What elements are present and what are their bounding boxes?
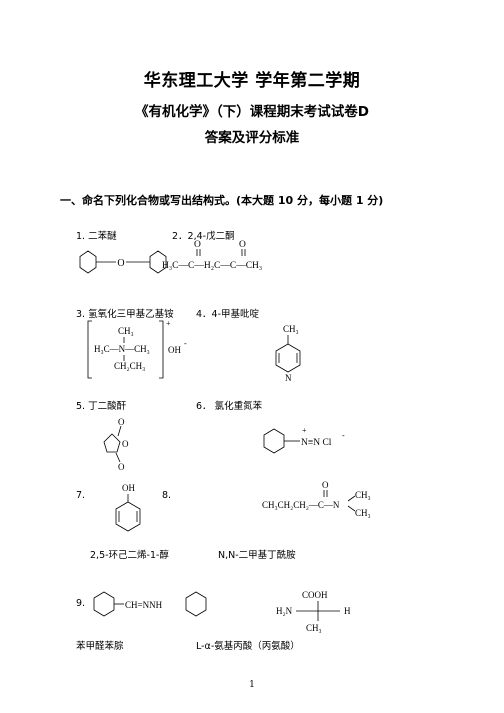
amide-methyl-2: CH₃ bbox=[355, 508, 371, 518]
answer-7-name: 2,5-环己二烯-1-醇 bbox=[90, 550, 169, 561]
question-4-label: 4．4-甲基吡啶 bbox=[196, 309, 260, 320]
carbonyl-oxygen-2: O bbox=[239, 240, 246, 250]
amide-chain: CH₃CH₂CH₂—C—N bbox=[262, 500, 340, 510]
pentanedione-structure: H₃C—C—H₂C—C—CH₃ O O bbox=[162, 240, 262, 271]
answer-9-name: 苯甲醛苯腙 bbox=[76, 641, 124, 652]
hydroxide-ion: OH bbox=[168, 345, 181, 355]
alanine-structure: COOH H₂N H CH₃ bbox=[276, 590, 351, 633]
anhydride-oxygen-top: O bbox=[118, 417, 125, 427]
answer-heading: 答案及评分标准 bbox=[204, 130, 300, 146]
anhydride-oxygen-bottom: O bbox=[118, 462, 125, 472]
question-2-label: 2．2,4-戊二酮 bbox=[172, 231, 235, 242]
question-5-label: 5. 丁二酸酐 bbox=[76, 401, 127, 412]
amide-oxygen: O bbox=[322, 480, 329, 490]
diazonium-group: N≡N Cl bbox=[301, 438, 332, 448]
page-number: 1 bbox=[249, 680, 255, 690]
exam-title: 华东理工大学 学年第二学期 bbox=[143, 71, 361, 91]
hydrazone-linkage: CH=NNH bbox=[125, 600, 163, 610]
question-3-label: 3. 氢氧化三甲基乙基铵 bbox=[76, 309, 174, 320]
answer-10-name: L-α-氨基丙酸（丙氨酸） bbox=[196, 641, 300, 652]
ammonium-bottom: CH₂CH₃ bbox=[114, 361, 145, 371]
question-7-label: 7. bbox=[76, 490, 86, 501]
alpha-hydrogen: H bbox=[344, 606, 351, 616]
dimethylbutanamide-structure: CH₃CH₂CH₂—C—N O CH₃ CH₃ bbox=[262, 480, 371, 518]
question-1-label: 1. 二苯醚 bbox=[76, 231, 117, 242]
ammonium-middle: H₃C—N—CH₃ bbox=[94, 344, 150, 354]
picoline-methyl: CH₃ bbox=[283, 324, 299, 334]
diphenyl-ether-structure: O bbox=[79, 250, 167, 274]
answer-8-name: N,N-二甲基丁酰胺 bbox=[218, 550, 296, 561]
chloride-charge: - bbox=[342, 431, 345, 440]
ammonium-hydroxide-structure: CH₃ H₃C—N—CH₃ CH₂CH₃ + OH - bbox=[87, 319, 187, 379]
amino-group: H₂N bbox=[276, 606, 293, 616]
carboxyl-group: COOH bbox=[302, 590, 328, 600]
ammonium-top: CH₃ bbox=[118, 326, 134, 336]
question-8-label: 8. bbox=[162, 490, 172, 501]
ammonium-charge: + bbox=[166, 319, 171, 328]
hydroxide-charge: - bbox=[184, 339, 187, 348]
hydrazone-structure: CH=NNH bbox=[93, 591, 207, 617]
cyclohexadienol-structure: OH bbox=[115, 483, 141, 532]
anhydride-ring-oxygen: O bbox=[122, 439, 129, 449]
alanine-methyl: CH₃ bbox=[306, 623, 322, 633]
diazonium-charge: + bbox=[302, 426, 307, 435]
dione-chain: H₃C—C—H₂C—C—CH₃ bbox=[162, 261, 262, 271]
succinic-anhydride-structure: O O O bbox=[103, 417, 129, 472]
ether-oxygen: O bbox=[117, 258, 124, 269]
diazonium-structure: N≡N Cl + - bbox=[263, 426, 345, 454]
question-6-label: 6． 氯化重氮苯 bbox=[196, 401, 263, 412]
carbonyl-oxygen-1: O bbox=[194, 240, 201, 250]
exam-subtitle: 《有机化学》（下）课程期末考试试卷D bbox=[135, 104, 369, 120]
phenol-hydroxyl: OH bbox=[122, 483, 135, 493]
question-9-label: 9. bbox=[76, 598, 86, 609]
methylpyridine-structure: CH₃ N bbox=[275, 324, 301, 383]
amide-methyl-1: CH₃ bbox=[355, 490, 371, 500]
pyridine-nitrogen: N bbox=[285, 373, 292, 383]
section-heading: 一、命名下列化合物或写出结构式。(本大题 10 分，每小题 1 分) bbox=[60, 194, 384, 207]
